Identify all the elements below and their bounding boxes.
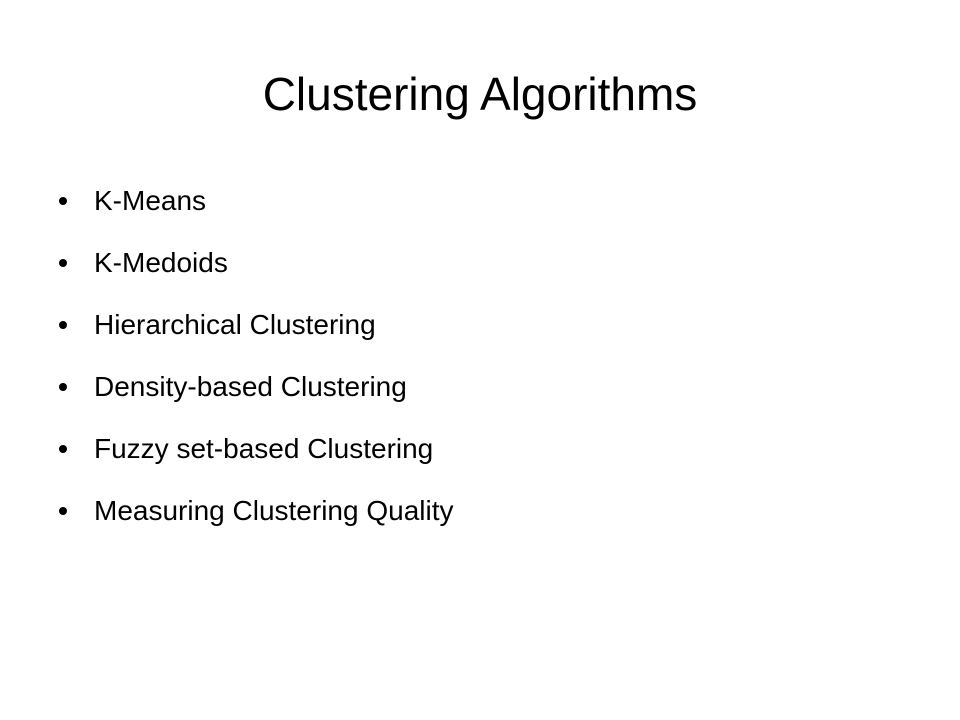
bullet-text: K-Medoids: [94, 247, 228, 278]
bullet-text: Hierarchical Clustering: [94, 309, 376, 340]
bullet-item-measuring-clustering-quality: Measuring Clustering Quality: [57, 480, 917, 542]
bullet-dot-icon: [59, 197, 67, 205]
bullet-dot-icon: [59, 507, 67, 515]
bullet-item-density-based-clustering: Density-based Clustering: [57, 356, 917, 418]
bullet-list: K-Means K-Medoids Hierarchical Clusterin…: [57, 170, 917, 542]
slide-title: Clustering Algorithms: [262, 68, 698, 120]
bullet-dot-icon: [59, 445, 67, 453]
bullet-dot-icon: [59, 321, 67, 329]
bullet-text: Measuring Clustering Quality: [94, 495, 454, 526]
bullet-dot-icon: [59, 259, 67, 267]
bullet-text: K-Means: [94, 185, 207, 216]
bullet-text: Density-based Clustering: [94, 371, 407, 402]
bullet-item-fuzzy-set-based-clustering: Fuzzy set-based Clustering: [57, 418, 917, 480]
bullet-item-k-medoids: K-Medoids: [57, 232, 917, 294]
bullet-text: Fuzzy set-based Clustering: [94, 433, 434, 464]
bullet-item-k-means: K-Means: [57, 170, 917, 232]
bullet-item-hierarchical-clustering: Hierarchical Clustering: [57, 294, 917, 356]
bullet-dot-icon: [59, 383, 67, 391]
